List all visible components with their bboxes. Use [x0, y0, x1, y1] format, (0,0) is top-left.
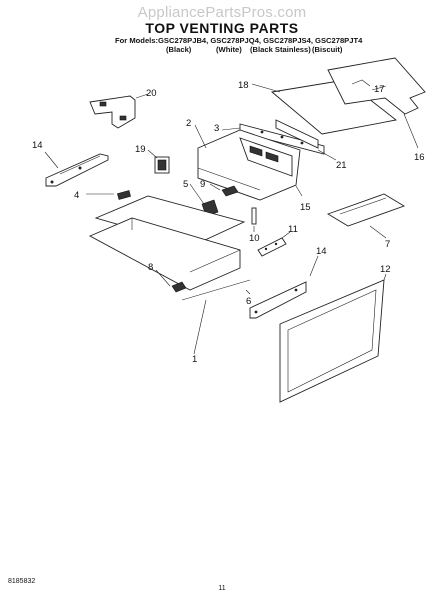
callout-17: 17: [374, 84, 385, 95]
callout-10: 10: [249, 233, 260, 244]
color-label-black: (Black): [166, 45, 192, 54]
callout-9: 9: [200, 179, 205, 190]
part-4-clip: [117, 190, 131, 200]
callout-11: 11: [288, 224, 298, 235]
part-20-bracket: [89, 95, 136, 129]
callout-3: 3: [214, 123, 219, 134]
callout-2: 2: [186, 118, 191, 129]
part-19-actuator: [154, 156, 170, 174]
part-1-vent-tray: [88, 195, 246, 291]
part-16-vent-cover: [327, 57, 426, 115]
part-21-filter: [275, 119, 319, 149]
callout-6: 6: [246, 296, 251, 307]
part-14-right-bracket: [249, 281, 307, 319]
part-7-deflector: [326, 193, 406, 227]
part-14-left-bracket: [45, 153, 109, 187]
page-title: TOP VENTING PARTS: [145, 20, 299, 36]
color-label-black-stainless: (Black Stainless): [250, 45, 311, 54]
part-8-clip: [171, 281, 187, 293]
callout-14-right: 14: [316, 246, 327, 257]
color-label-white: (White): [216, 45, 242, 54]
watermark: AppliancePartsPros.com: [137, 4, 307, 21]
models-line: For Models:GSC278PJB4, GSC278PJQ4, GSC27…: [115, 36, 363, 45]
callout-5: 5: [183, 179, 188, 190]
part-11-connector: [257, 237, 287, 257]
callout-18: 18: [238, 80, 249, 91]
part-9-clip: [221, 185, 239, 197]
callout-7: 7: [385, 239, 390, 250]
page-number: 11: [218, 585, 226, 592]
callout-12: 12: [380, 264, 391, 275]
part-3-vent-rail: [239, 123, 325, 155]
document-number: 8185832: [8, 578, 36, 585]
part-6-rod: [181, 279, 251, 301]
callout-16: 16: [414, 152, 425, 163]
callout-19: 19: [135, 144, 146, 155]
part-12-front-panel: [279, 279, 385, 403]
part-2-duct-assembly: [197, 129, 301, 201]
callout-14-left: 14: [32, 140, 43, 151]
callout-1: 1: [192, 354, 197, 365]
callout-8: 8: [148, 262, 153, 273]
callout-21: 21: [336, 160, 347, 171]
callout-4: 4: [74, 190, 79, 201]
part-10-pin: [251, 207, 257, 225]
callout-15: 15: [300, 202, 311, 213]
color-label-biscuit: (Biscuit): [312, 45, 343, 54]
callout-20: 20: [146, 88, 157, 99]
part-18-top-panel: [270, 79, 398, 135]
